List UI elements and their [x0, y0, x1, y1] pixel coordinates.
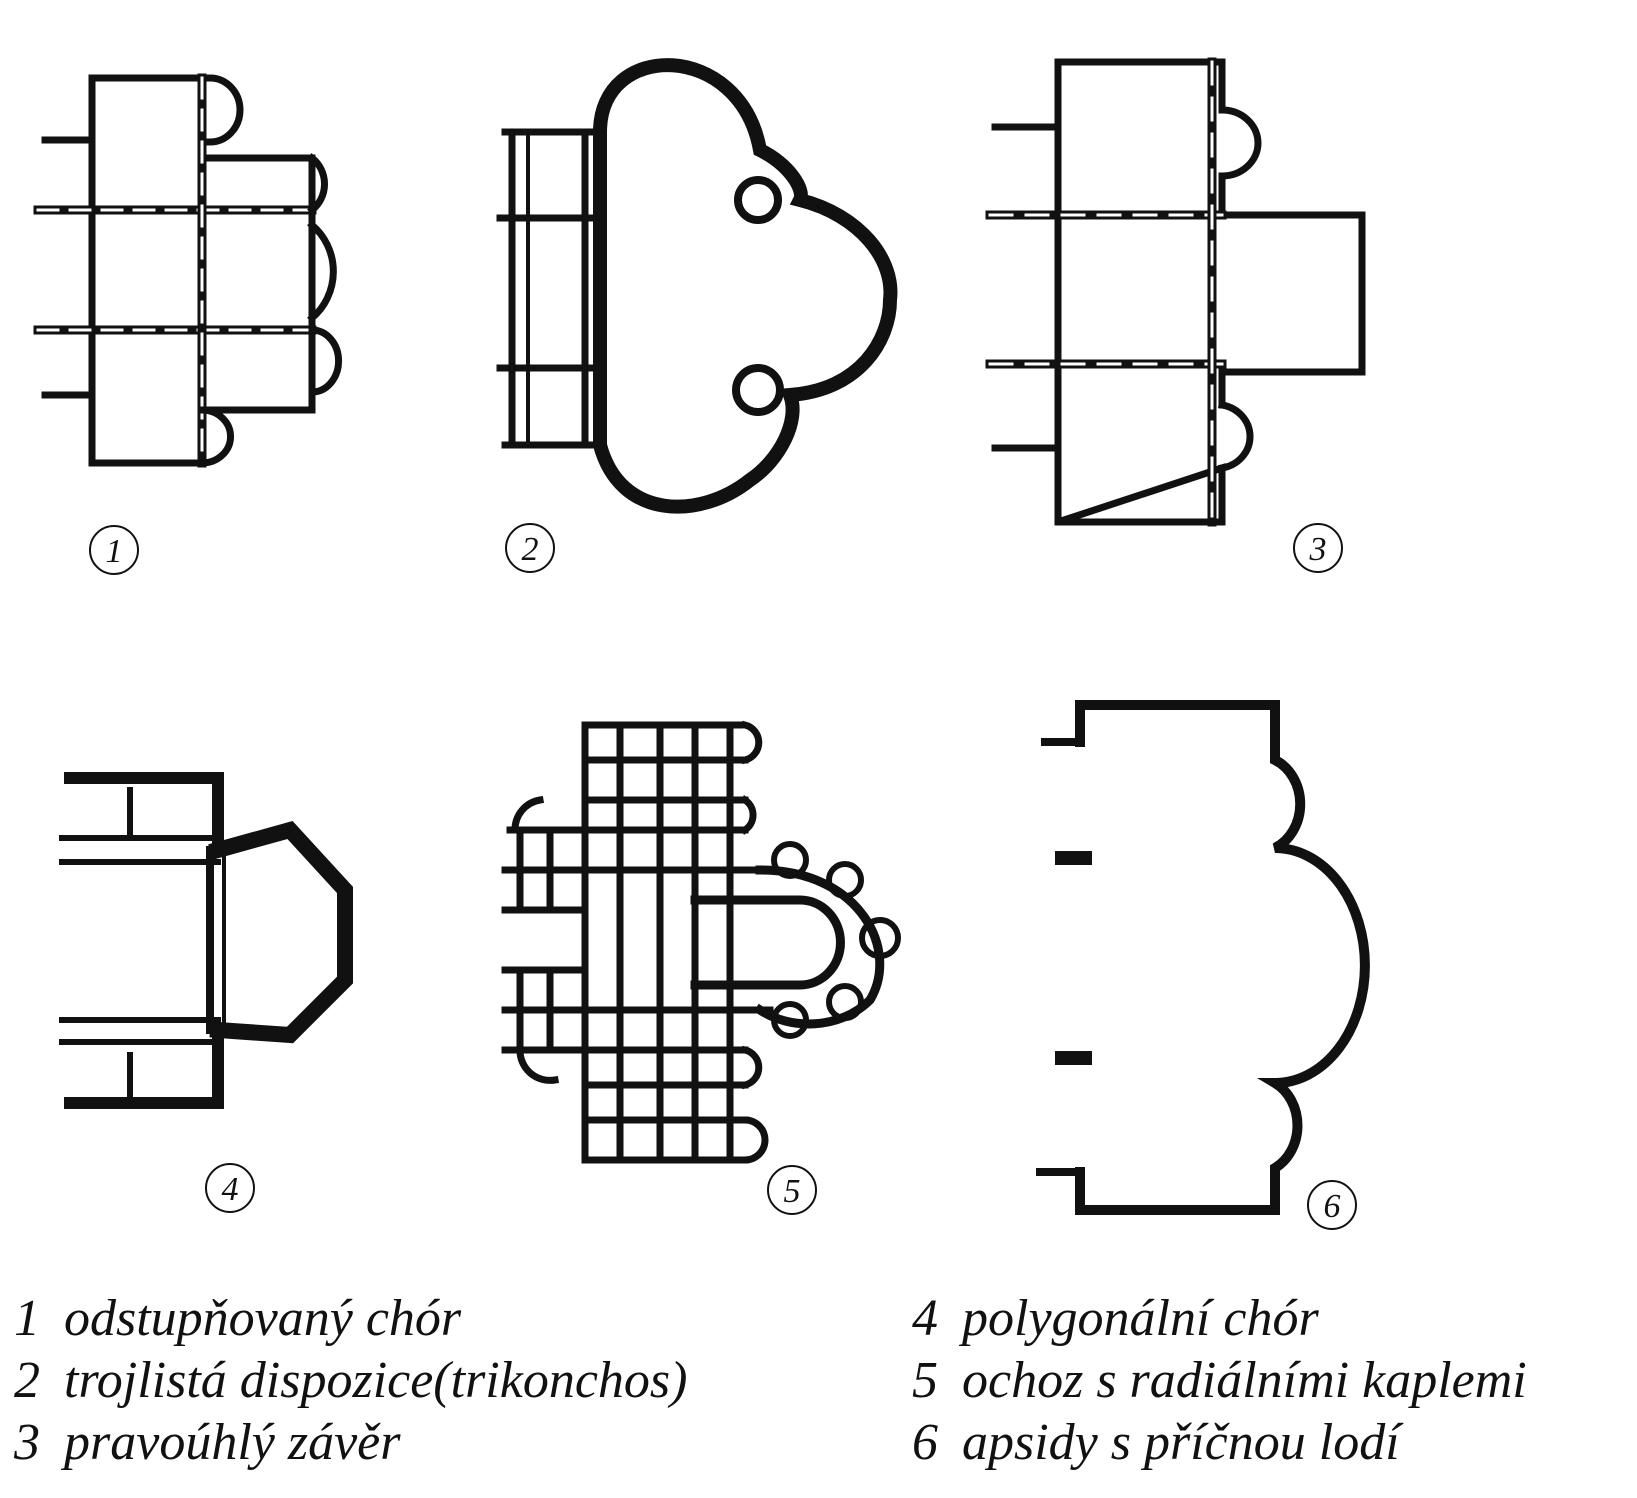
plan-1-number: 1 — [89, 525, 139, 575]
plan-5-number-label: 5 — [784, 1173, 801, 1210]
legend-item-1-text: odstupňovaný chór — [64, 1290, 462, 1347]
plan-6-number-label: 6 — [1324, 1188, 1341, 1225]
plan-2 — [496, 58, 898, 514]
legend-right: 4 polygonální chór 5 ochoz s radiálními ka… — [912, 1288, 1527, 1474]
plan-4-number: 4 — [205, 1163, 255, 1213]
plan-1-nave — [88, 74, 206, 467]
legend-item-1-num: 1 — [14, 1290, 40, 1347]
plan-3-number: 3 — [1293, 523, 1343, 573]
plan-3-number-label: 3 — [1309, 531, 1327, 568]
plan-4 — [59, 772, 353, 1109]
legend-item-4: 4 polygonální chór — [912, 1288, 1527, 1350]
plan-3-outline — [1054, 58, 1366, 526]
legend-item-4-text: polygonální chór — [962, 1290, 1319, 1347]
legend-item-3-text: pravoúhlý závěr — [64, 1414, 401, 1471]
legend-item-2-num: 2 — [14, 1352, 40, 1409]
legend-item-3-num: 3 — [14, 1414, 40, 1471]
plan-6-number: 6 — [1307, 1180, 1357, 1230]
plan-5 — [501, 720, 901, 1164]
plan-1-choir — [198, 154, 316, 414]
plan-2-trefoil — [593, 58, 898, 514]
plan-1 — [33, 73, 342, 468]
plan-3 — [985, 57, 1366, 527]
legend-item-5: 5 ochoz s radiálními kaplemi — [912, 1350, 1527, 1412]
plan-2-number-label: 2 — [522, 531, 539, 568]
legend-item-2-text: trojlistá dispozice(trikonchos) — [64, 1352, 688, 1409]
plan-4-number-label: 4 — [222, 1171, 239, 1208]
plan-4-polygon-choir — [208, 820, 353, 1044]
legend-item-3: 3 pravoúhlý závěr — [14, 1412, 687, 1474]
legend-item-2: 2 trojlistá dispozice(trikonchos) — [14, 1350, 687, 1412]
plan-6-outline — [1075, 700, 1370, 1215]
legend-item-5-num: 5 — [912, 1352, 938, 1409]
plan-6 — [1036, 700, 1370, 1215]
legend-left: 1 odstupňovaný chór 2 trojlistá dispozice(… — [14, 1288, 687, 1474]
legend-item-6-num: 6 — [912, 1414, 938, 1471]
legend-item-1: 1 odstupňovaný chór — [14, 1288, 687, 1350]
legend-item-6-text: apsidy s příčnou lodí — [962, 1414, 1400, 1471]
plan-2-number: 2 — [505, 523, 555, 573]
plan-5-number: 5 — [767, 1165, 817, 1215]
legend-item-4-num: 4 — [912, 1290, 938, 1347]
legend-item-5-text: ochoz s radiálními kaplemi — [962, 1352, 1527, 1409]
legend-item-6: 6 apsidy s příčnou lodí — [912, 1412, 1527, 1474]
plan-1-number-label: 1 — [106, 533, 123, 570]
